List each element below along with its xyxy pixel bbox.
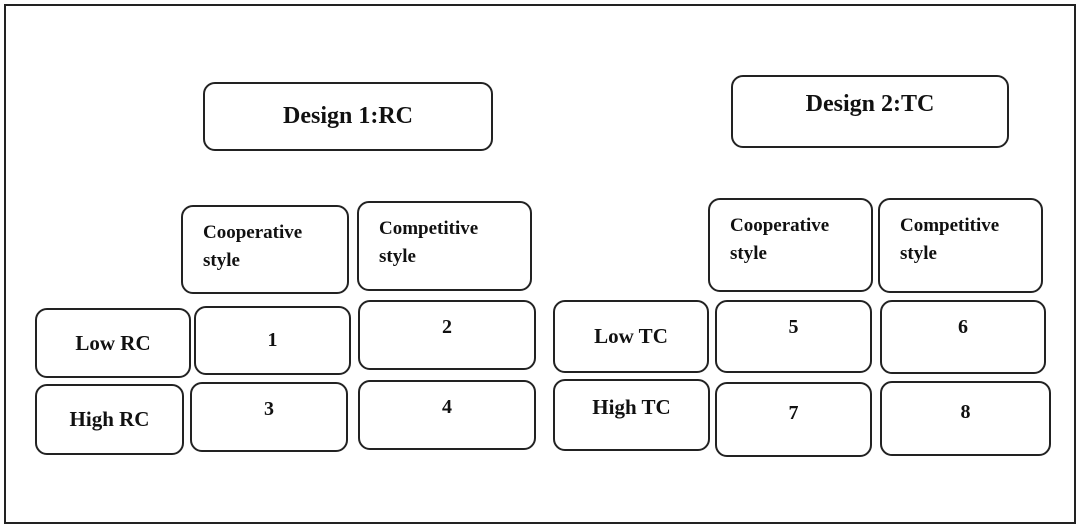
- design-2-row-low: Low TC: [553, 300, 709, 373]
- cell-6: 6: [880, 300, 1046, 374]
- cell-1: 1: [194, 306, 351, 375]
- cell-5: 5: [715, 300, 872, 373]
- column-label-line1: Competitive: [900, 215, 1000, 236]
- design-2-column-competitive: Competitive style: [878, 198, 1043, 293]
- design-1-column-competitive: Competitive style: [357, 201, 532, 291]
- design-1-row-high: High RC: [35, 384, 184, 455]
- cell-7: 7: [715, 382, 872, 457]
- column-label-line2: style: [379, 246, 416, 267]
- column-label-line2: style: [730, 243, 767, 264]
- design-1-row-low: Low RC: [35, 308, 191, 378]
- column-label-line1: Cooperative: [730, 215, 830, 236]
- column-label-line1: Cooperative: [203, 222, 303, 243]
- cell-4: 4: [358, 380, 536, 450]
- cell-8: 8: [880, 381, 1051, 456]
- diagram-frame: [4, 4, 1076, 524]
- design-2-column-cooperative: Cooperative style: [708, 198, 873, 292]
- cell-2: 2: [358, 300, 536, 370]
- design-1-title: Design 1:RC: [203, 82, 493, 151]
- design-2-row-high: High TC: [553, 379, 710, 451]
- cell-3: 3: [190, 382, 348, 452]
- design-1-column-cooperative: Cooperative style: [181, 205, 349, 294]
- column-label-line1: Competitive: [379, 218, 479, 239]
- column-label-line2: style: [203, 250, 240, 271]
- column-label-line2: style: [900, 243, 937, 264]
- design-2-title: Design 2:TC: [731, 75, 1009, 148]
